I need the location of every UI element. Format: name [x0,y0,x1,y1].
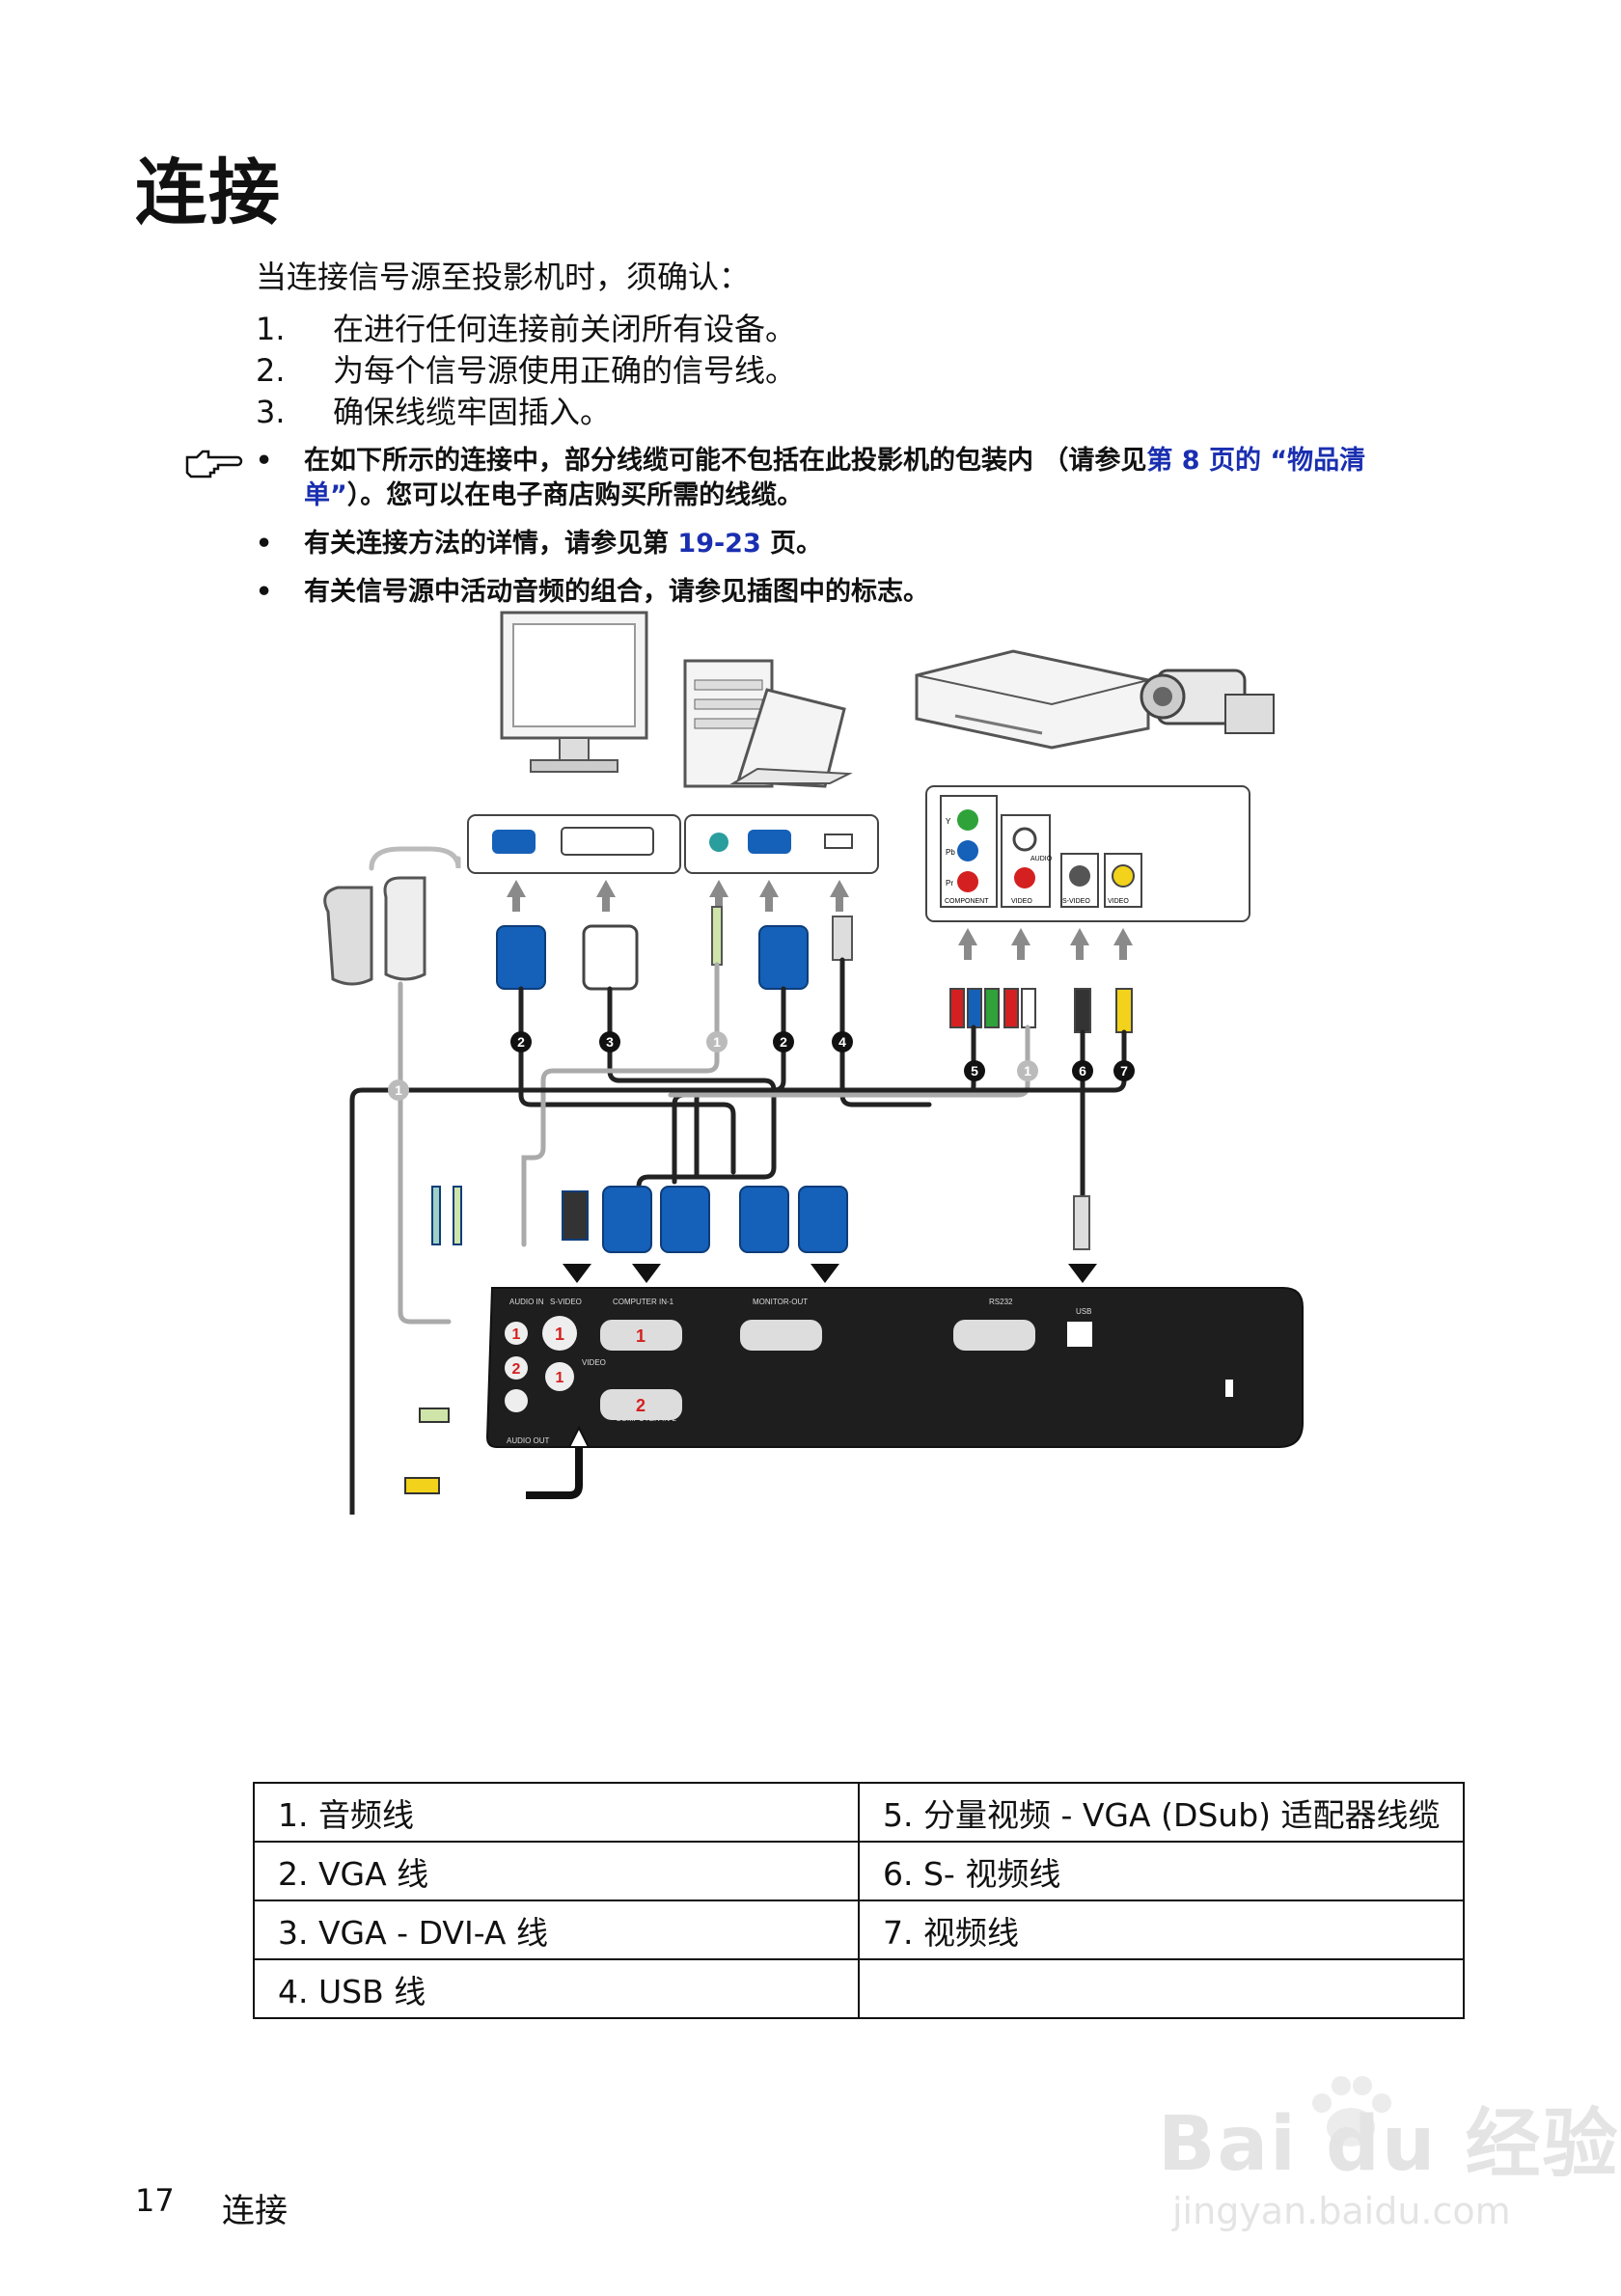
audio-jack-icon [709,833,728,852]
pages-link[interactable]: 19-23 [677,529,761,559]
steps-list: 1.在进行任何连接前关闭所有设备。 2.为每个信号源使用正确的信号线。 3.确保… [256,309,796,433]
baidu-paw-watermark-icon [1312,2076,1391,2146]
pointing-hand-icon [185,450,243,478]
svg-text:1: 1 [555,1325,564,1344]
svg-text:Pb: Pb [946,848,955,857]
table-row: 1. 音频线 5. 分量视频 - VGA (DSub) 适配器线缆 [253,1782,1465,1843]
vga-port-icon [492,830,536,854]
svg-text:VIDEO: VIDEO [1108,898,1129,905]
svg-text:S-VIDEO: S-VIDEO [550,1298,582,1306]
notes-block: • 在如下所示的连接中，部分线缆可能不包括在此投影机的包装内 （请参见第 8 页… [183,444,1438,623]
svg-text:COMPUTER IN-1: COMPUTER IN-1 [613,1298,674,1306]
svg-text:1: 1 [636,1326,646,1346]
svg-text:AUDIO OUT: AUDIO OUT [507,1436,550,1445]
projector-rear-panel: AUDIO IN S-VIDEO COMPUTER IN-1 MONITOR-O… [485,1287,1304,1448]
svg-text:2: 2 [517,1034,525,1050]
svg-text:AUDIO: AUDIO [1030,856,1053,862]
speakers-icon [323,876,426,986]
table-row: 4. USB 线 [253,1958,1465,2019]
watermark-brand: Bai du 经验 [1158,2101,1620,2188]
vga-port-icon [748,830,791,854]
svg-text:Y: Y [946,817,951,826]
svg-text:2: 2 [636,1396,646,1415]
camcorder-icon [1140,669,1275,734]
list-item: 3.确保线缆牢固插入。 [256,394,612,430]
svg-text:1: 1 [512,1326,521,1343]
svg-text:1: 1 [713,1034,721,1050]
table-row: 3. VGA - DVI-A 线 7. 视频线 [253,1900,1465,1960]
svg-text:VIDEO: VIDEO [582,1358,606,1367]
svg-text:7: 7 [1120,1063,1128,1079]
laptop-icon [729,688,853,788]
dvd-player-icon [915,649,1150,750]
svg-text:S-VIDEO: S-VIDEO [1062,898,1090,905]
connection-diagram: Y Pb Pr COMPONENT AUDIO VIDEO S-VIDEO VI… [323,611,1304,1515]
svg-text:3: 3 [606,1034,614,1050]
svg-text:1: 1 [395,1082,402,1098]
table-row: 2. VGA 线 6. S- 视频线 [253,1841,1465,1901]
usb-port-icon [824,834,853,849]
svg-text:2: 2 [780,1034,787,1050]
page-title: 连接 [135,151,282,234]
intro-text: 当连接信号源至投影机时，须确认： [256,259,751,295]
svg-text:COMPONENT: COMPONENT [945,898,989,905]
dvi-port-icon [561,827,654,856]
note-item: • 有关连接方法的详情，请参见第 19-23 页。 [256,529,823,559]
list-item: 1.在进行任何连接前关闭所有设备。 [256,311,797,347]
monitor-icon [500,611,648,773]
svg-text:1: 1 [1024,1063,1031,1079]
svg-text:RS232: RS232 [989,1298,1013,1306]
cable-number-badges: 2 3 1 2 4 5 1 6 7 1 [388,1031,1135,1101]
svg-text:1: 1 [556,1370,564,1386]
note-item: • 有关信号源中活动音频的组合，请参见插图中的标志。 [256,577,929,607]
svg-text:VIDEO: VIDEO [1011,898,1032,905]
svg-text:5: 5 [971,1063,978,1079]
note-item: • 在如下所示的连接中，部分线缆可能不包括在此投影机的包装内 （请参见第 8 页… [183,444,1438,513]
footer-section-title: 连接 [222,2192,288,2230]
watermark-url: jingyan.baidu.com [1172,2190,1511,2232]
page-number: 17 [135,2182,175,2219]
svg-text:2: 2 [512,1361,521,1378]
svg-text:Pr: Pr [946,879,953,888]
svg-text:USB: USB [1076,1307,1091,1316]
items-list-link[interactable]: 第 8 页的 “物品清单” [304,446,1366,510]
svg-text:MONITOR-OUT: MONITOR-OUT [753,1298,808,1306]
svg-text:4: 4 [838,1034,846,1050]
svg-text:6: 6 [1079,1063,1086,1079]
list-item: 2.为每个信号源使用正确的信号线。 [256,352,797,389]
cable-legend-table: 1. 音频线 5. 分量视频 - VGA (DSub) 适配器线缆 2. VGA… [253,1782,1465,2019]
svg-text:AUDIO IN: AUDIO IN [509,1298,544,1306]
